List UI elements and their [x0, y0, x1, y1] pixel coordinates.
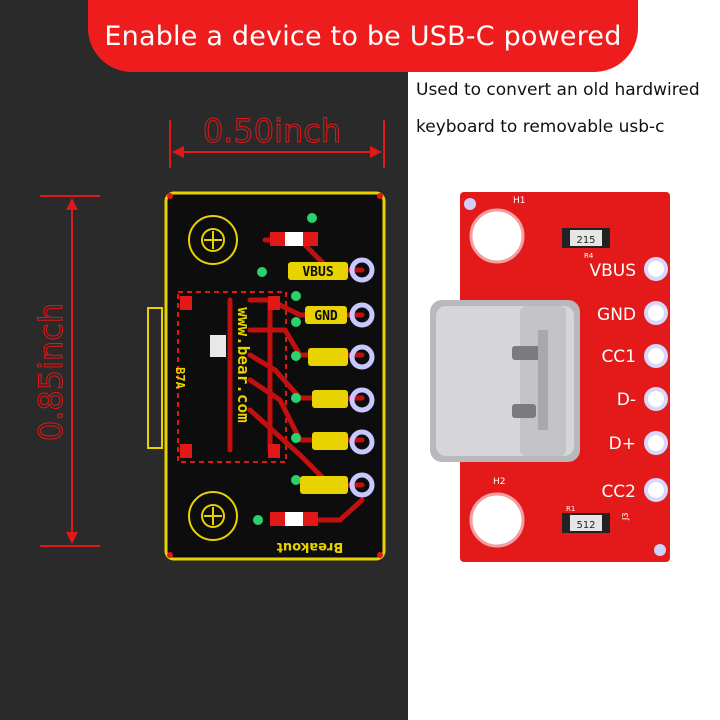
pcb-outline [164, 191, 386, 561]
photo-pin-label-gnd: GND [597, 305, 636, 325]
photo-hole-label-h2: H2 [493, 477, 506, 487]
banner-title: Enable a device to be USB-C powered [104, 20, 622, 52]
photo-label-r1: R1 [566, 505, 575, 513]
width-dimension-label: 0.50inch [203, 112, 341, 150]
photo-pin-label-vbus: VBUS [589, 261, 636, 281]
height-dimension-label: 0.85inch [32, 303, 70, 441]
photo-resistor-r4: 215 R4 [562, 228, 610, 260]
title-banner: Enable a device to be USB-C powered [88, 0, 638, 72]
photo-hole-top [469, 208, 525, 264]
photo-resistor-r1: 512 R1 [562, 505, 610, 533]
photo-pin-label-cc1: CC1 [601, 347, 636, 367]
photo-hole-label-h1: H1 [513, 196, 526, 206]
photo-label-j3: J3 [621, 513, 630, 521]
drawing-vertical-text-1: www.bear.com [234, 307, 253, 423]
photo-resistor-value-512: 512 [576, 520, 595, 531]
ic-chip [210, 335, 226, 357]
photo-resistor-value-215: 215 [576, 235, 595, 246]
photo-pin-pads [644, 257, 668, 502]
usb-connector-outline [147, 307, 163, 449]
drawing-pin-label-vbus: VBUS [302, 265, 333, 280]
usb-c-connector [430, 300, 580, 462]
description-line-1: Used to convert an old hardwired [416, 80, 700, 100]
drawing-vertical-text-2: B7A [173, 367, 187, 389]
drawing-pin-column [349, 257, 375, 498]
height-dimension [40, 195, 100, 547]
drawing-pin-label-gnd: GND [314, 309, 338, 324]
pcb-layout-drawing: VBUS GND www.bear.com B7A Breakout [147, 191, 386, 561]
resistor-bottom-drawing [270, 512, 318, 526]
drawing-breakout-text: Breakout [277, 539, 344, 554]
mounting-hole-bottom [188, 491, 238, 541]
photo-pin-label-d-minus: D- [617, 390, 636, 410]
description-line-2: keyboard to removable usb-c [416, 117, 665, 137]
width-dimension [169, 120, 385, 168]
photo-label-r4: R4 [584, 252, 594, 260]
red-pcb-photo: H1 H2 215 R4 512 R1 J3 VBUS GND [430, 192, 670, 562]
photo-hole-bottom [469, 492, 525, 548]
mounting-hole-top [188, 215, 238, 265]
photo-pin-labels: VBUS GND CC1 D- D+ CC2 [589, 261, 636, 502]
photo-pin-label-d-plus: D+ [609, 434, 636, 454]
resistor-top-drawing [270, 232, 318, 246]
photo-pin-label-cc2: CC2 [601, 482, 636, 502]
